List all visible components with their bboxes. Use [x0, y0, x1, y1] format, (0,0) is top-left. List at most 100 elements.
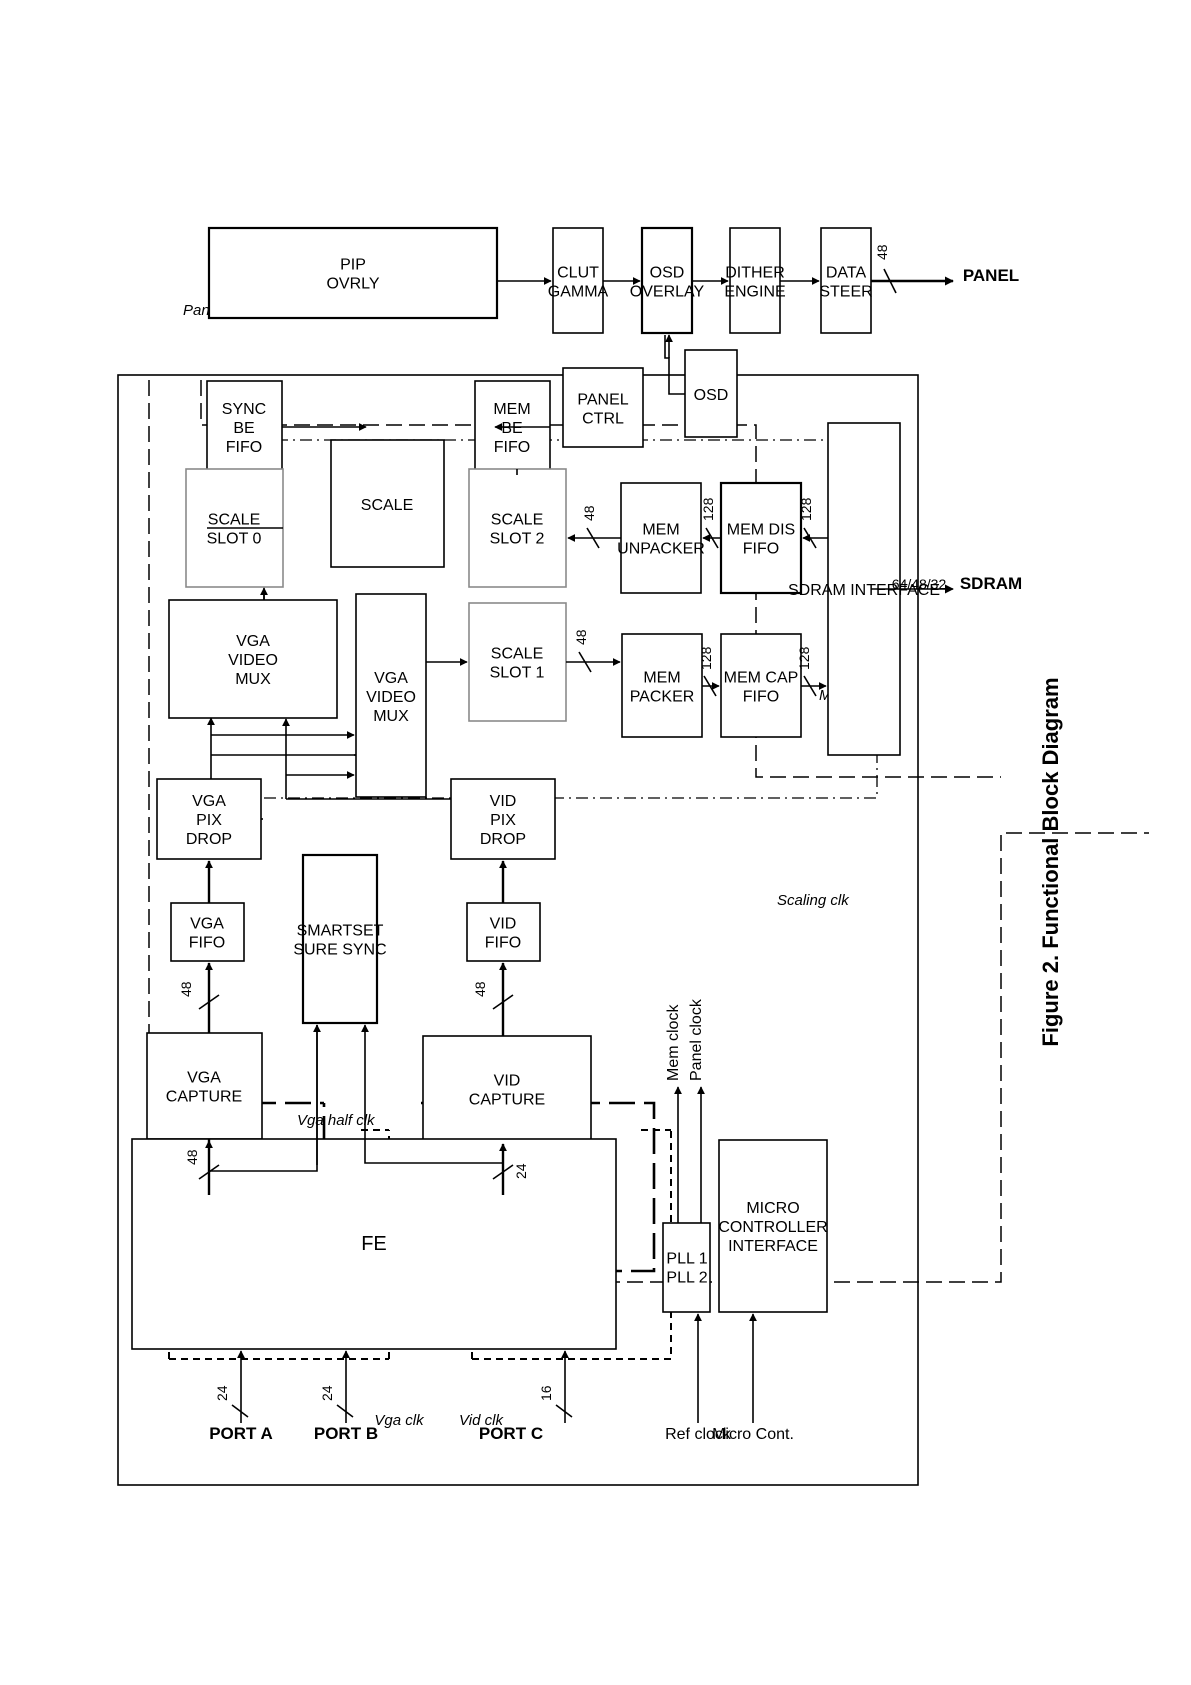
ref-clock-label: Ref clock [665, 1426, 732, 1443]
port-c-label: PORT C [479, 1424, 543, 1443]
vid-clk-label: Vid clk [459, 1412, 504, 1429]
panel-clock-label: Panel clock [688, 998, 705, 1081]
osd-label-text: OSD [694, 387, 729, 404]
block-label-line: INTERFACE [728, 1238, 818, 1255]
sdram-bus-width: 64/48/32 [892, 576, 947, 592]
vid-pix-drop-block [450, 778, 556, 860]
panel-port-label: PANEL [963, 266, 1019, 285]
port-a-bus-width: 24 [214, 1385, 230, 1401]
block-label-line: SCALE [491, 512, 543, 529]
smartset-sure-sync-block [301, 853, 379, 1025]
panel-ctrl-label: PANEL CTRL [577, 392, 628, 428]
sdram-port-label: SDRAM [960, 574, 1022, 593]
block-label-line: BE [233, 420, 254, 437]
unpacker-bus-slash [705, 527, 719, 549]
dither-engine-label-text: DITHER ENGINE [724, 265, 785, 301]
vga-video-mux-1-block [168, 599, 338, 719]
block-label-line: VGA [374, 670, 408, 687]
block-label-line: PLL 1 [666, 1251, 707, 1268]
fe-block [131, 1138, 617, 1350]
block-label-line: OVRLY [326, 276, 379, 293]
block-label-line: VID [494, 1073, 521, 1090]
capfifo-bus-width: 128 [796, 646, 812, 670]
pll-block [662, 1222, 711, 1313]
block-label-line: SLOT 2 [490, 531, 545, 548]
block-label-line: SMARTSET [297, 923, 384, 940]
fe-vga-bus-width: 48 [184, 1149, 200, 1165]
dither-engine-label: DITHER ENGINE [724, 265, 785, 301]
vidcap-bus-width: 48 [472, 981, 488, 997]
block-label-line: MEM [642, 522, 679, 539]
port-a-bus-slash [231, 1404, 249, 1418]
port-a-label: PORT A [209, 1424, 273, 1443]
block-label-line: PLL 2 [666, 1270, 707, 1287]
panel-bus-width: 48 [874, 244, 890, 260]
block-label-line: VGA [187, 1070, 221, 1087]
block-label-line: CONTROLLER [718, 1219, 827, 1236]
scale-label-text: SCALE [361, 497, 413, 514]
scale-slot-2-label-text: SCALE SLOT 2 [490, 512, 545, 548]
slot2-bus-slash [586, 527, 600, 549]
scale-label: SCALE [361, 497, 413, 514]
block-label-line: SLOT 1 [490, 665, 545, 682]
block-label-line: ENGINE [724, 284, 785, 301]
block-label-line: PACKER [630, 689, 695, 706]
panel-ctrl-label-text: PANEL CTRL [577, 392, 628, 428]
block-label-line: SLOT 0 [207, 531, 262, 548]
block-label-line: OVERLAY [630, 284, 705, 301]
fe-label-text: FE [361, 1233, 387, 1255]
block-label-line: PANEL [577, 392, 628, 409]
block-label-line: CTRL [582, 411, 624, 428]
block-label-line: MUX [235, 671, 271, 688]
block-label-line: MUX [373, 708, 409, 725]
pll-label: PLL 1 PLL 2 [666, 1251, 707, 1287]
fe-vga-bus-slash [198, 1164, 220, 1180]
mem-cap-fifo-label: MEM CAP FIFO [724, 670, 799, 706]
packer-bus-width: 128 [698, 646, 714, 670]
vga-half-clk-label: Vga half clk [297, 1112, 376, 1129]
fe-vid-bus-slash [492, 1164, 514, 1180]
fe-vid-bus-width: 24 [513, 1163, 529, 1179]
block-label-line: DATA [826, 265, 867, 282]
panel-bus-slash [883, 268, 897, 294]
panel-clk-domain-boundary [148, 380, 1149, 1283]
capfifo-bus-slash [803, 675, 817, 697]
slot1-bus-width: 48 [573, 629, 589, 645]
osd-label: OSD [694, 387, 729, 404]
slot1-bus-slash [578, 651, 592, 673]
osd-to-overlay-connector [664, 335, 685, 395]
block-label-line: MEM CAP [724, 670, 799, 687]
block-label-line: MEM DIS [727, 522, 795, 539]
unpacker-bus-width: 128 [700, 497, 716, 521]
block-label-line: FIFO [743, 689, 779, 706]
block-label-line: PIX [490, 812, 516, 829]
port-b-label: PORT B [314, 1424, 378, 1443]
panel-ctrl-block [562, 367, 644, 448]
block-label-line: DITHER [725, 265, 785, 282]
port-b-bus-width: 24 [319, 1385, 335, 1401]
block-label-line: STEER [819, 284, 872, 301]
block-label-line: FIFO [494, 439, 530, 456]
pll-label-text: PLL 1 PLL 2 [666, 1251, 707, 1287]
